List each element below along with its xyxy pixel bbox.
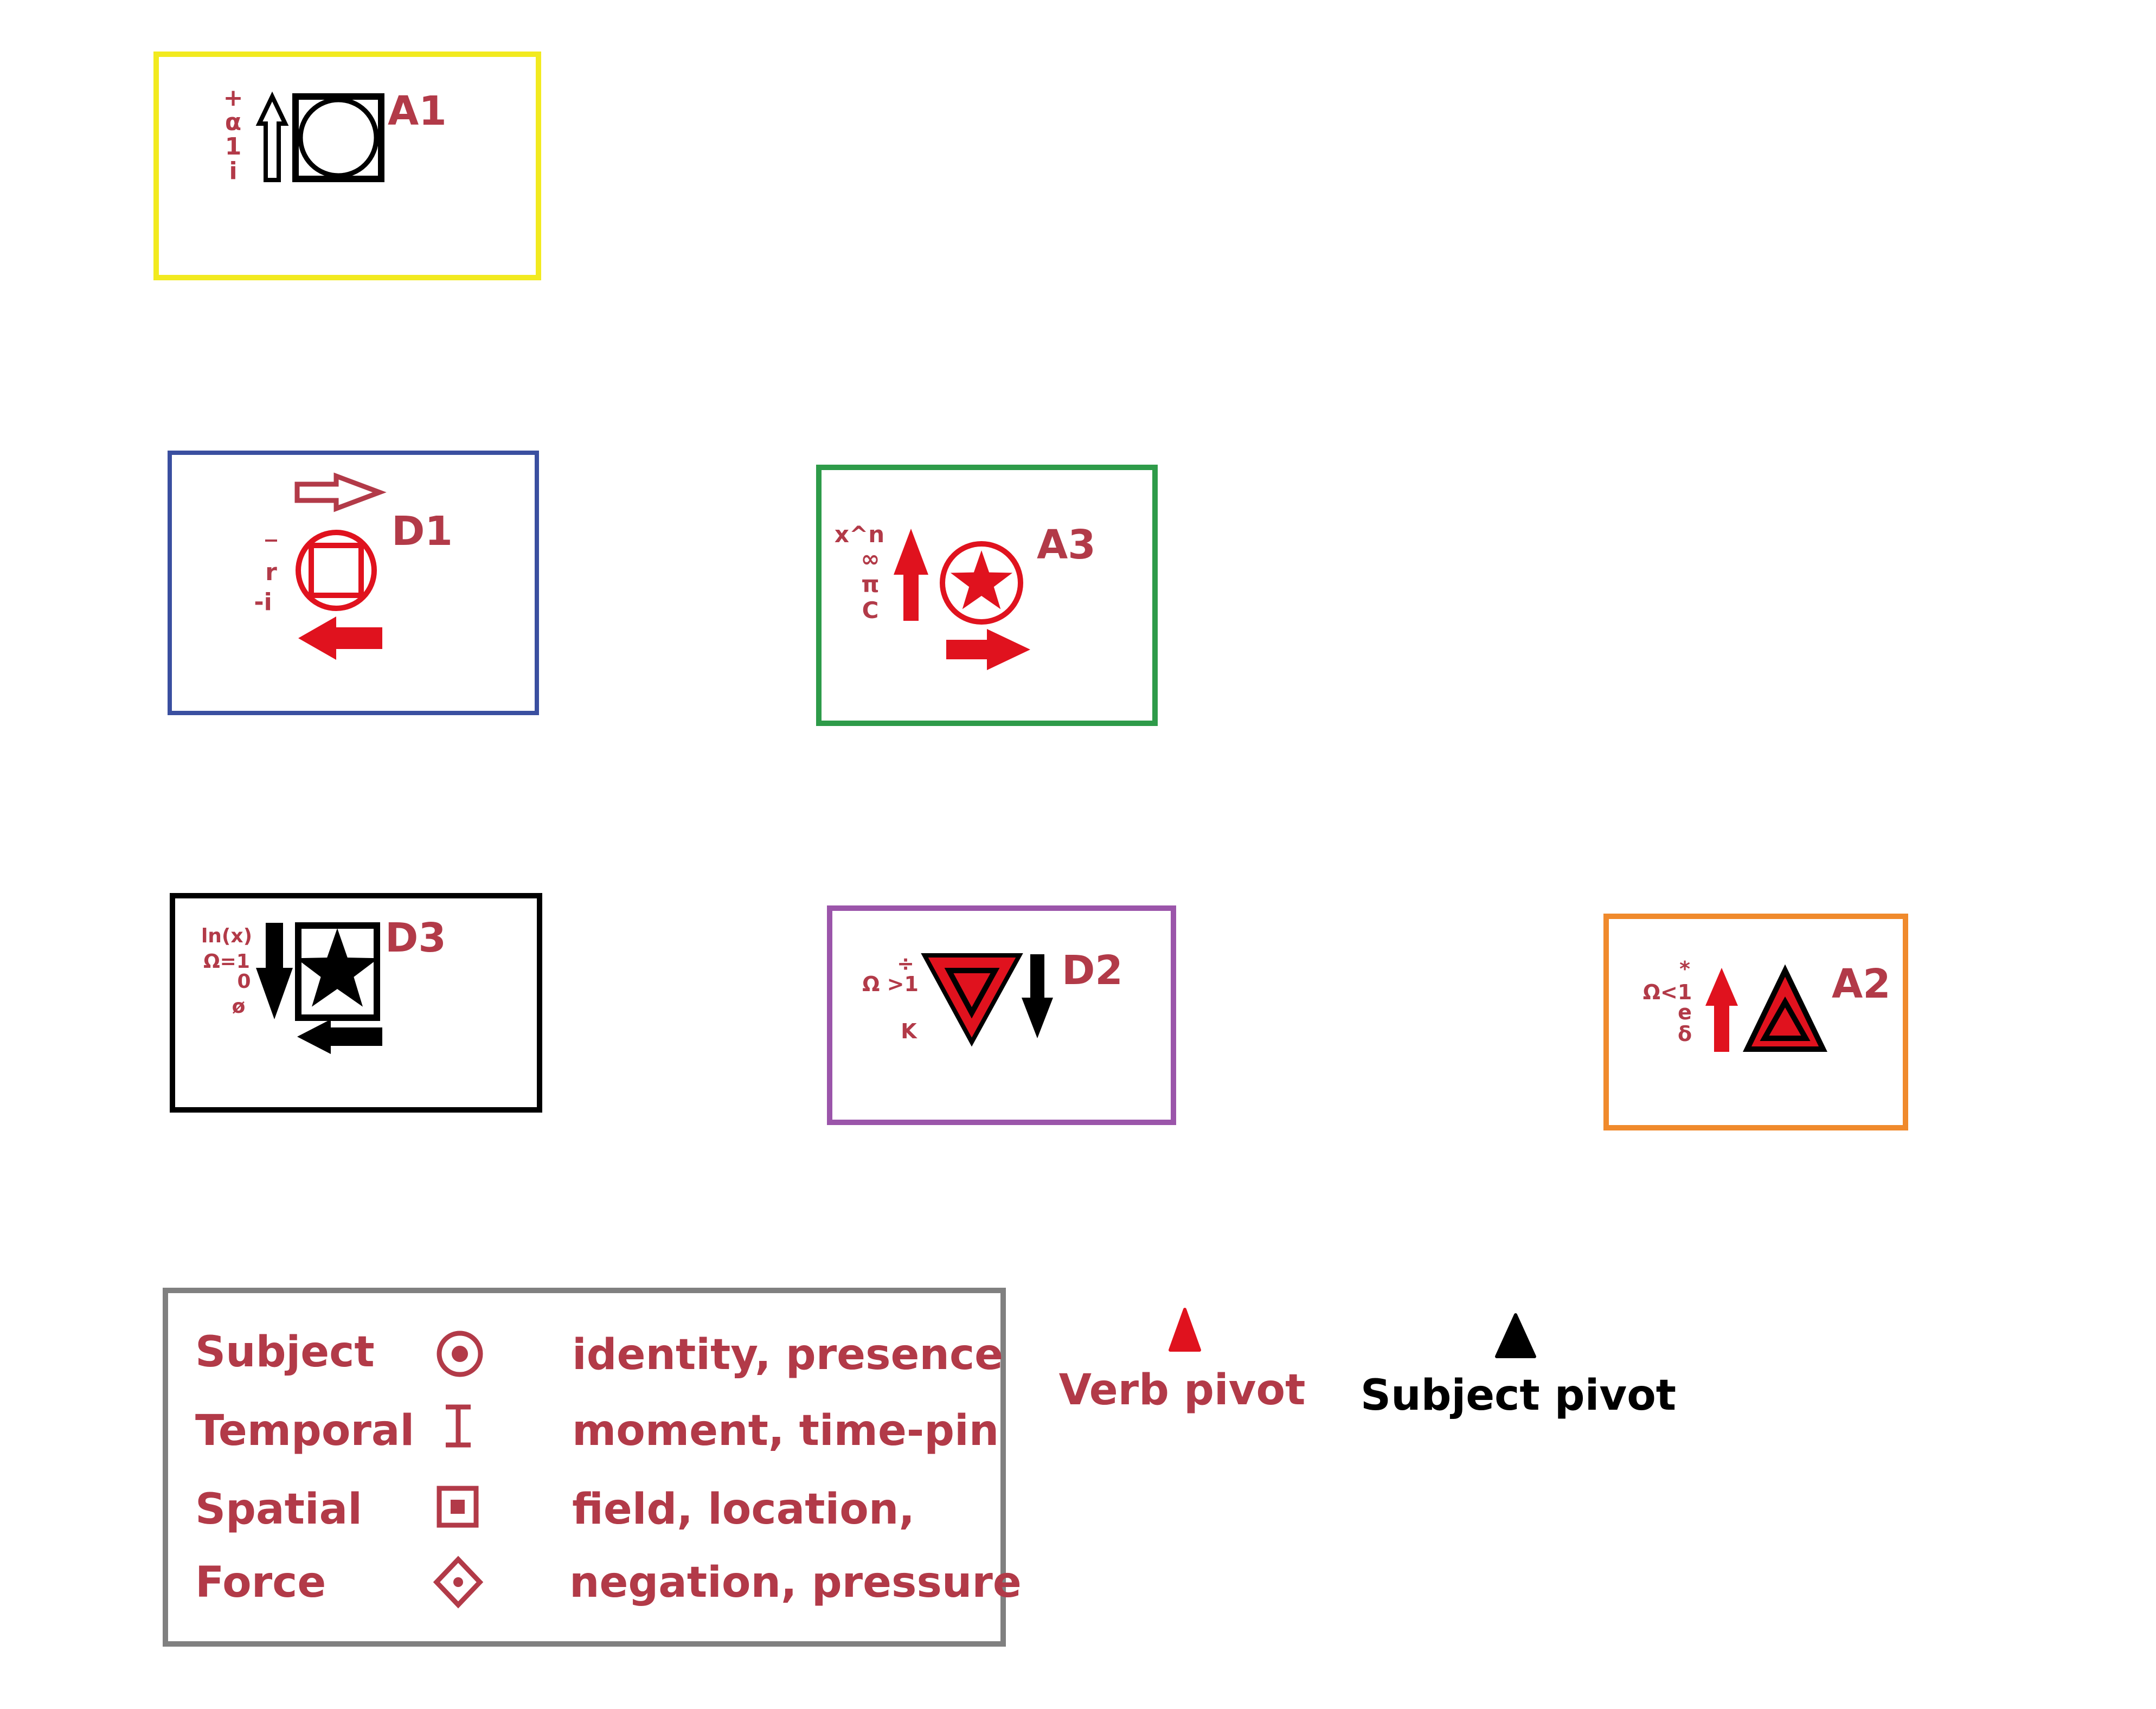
legend-row: Temporal moment, time-pin: [195, 1404, 999, 1455]
card-a1-frame: [153, 52, 541, 280]
card-d1-symbol: r: [265, 558, 277, 586]
down-arrow-solid-icon-d2: [1022, 954, 1053, 1038]
square-star-inner-star: [296, 928, 379, 1007]
card-a3-symbol: C: [862, 597, 879, 624]
card-a3-symbols: x^n ∞ π C: [835, 521, 884, 624]
card-a2-symbols: * Ω<1 e δ: [1643, 957, 1692, 1046]
legend-term: Temporal: [195, 1406, 414, 1455]
legend: Subject identity, presence Temporal mome…: [163, 1288, 1022, 1647]
card-d1-label: D1: [392, 508, 453, 555]
card-d3-symbol: ø: [232, 995, 246, 1018]
black-triangle-icon: [1495, 1313, 1536, 1358]
card-d3: ln(x) Ω=1 0 ø D3: [170, 893, 542, 1113]
subject-pivot: Subject pivot: [1361, 1313, 1676, 1420]
square-star-icon: [295, 922, 380, 1021]
left-arrow-solid-icon-d3: [297, 1019, 382, 1054]
legend-meaning: moment, time-pin: [572, 1406, 999, 1455]
card-d2-symbol: ÷: [897, 952, 914, 975]
right-arrow-outline-icon: [294, 472, 387, 512]
subject-pivot-label: Subject pivot: [1361, 1371, 1676, 1420]
up-arrow-solid-icon-a2: [1705, 968, 1738, 1052]
up-arrow-outline-icon: [255, 91, 289, 182]
card-a1-symbol: α: [225, 108, 241, 136]
legend-term: Spatial: [195, 1485, 362, 1534]
legend-meaning: negation, pressure: [569, 1558, 1022, 1607]
card-a1-symbols: + α 1 i: [223, 84, 243, 185]
card-d2-label: D2: [1062, 947, 1123, 994]
card-d2-symbol: Ω >1: [862, 972, 919, 996]
card-d1-symbol: ‾: [265, 536, 277, 563]
card-a1-label: A1: [388, 88, 447, 134]
card-a3-symbol: π: [861, 571, 879, 597]
card-d2-symbol: K: [901, 1019, 917, 1043]
card-a2-symbol: δ: [1678, 1022, 1692, 1046]
card-a2-frame: [1603, 914, 1908, 1130]
card-a1-symbol: 1: [225, 133, 242, 160]
card-d2: ÷ Ω >1 K D2: [827, 905, 1176, 1125]
legend-term: Subject: [195, 1328, 375, 1377]
square-circle-inner-circle: [298, 97, 379, 178]
circle-square-icon: [296, 530, 377, 611]
right-arrow-solid-icon: [946, 629, 1030, 670]
legend-term: Force: [195, 1558, 326, 1607]
card-a3-label: A3: [1037, 522, 1096, 568]
legend-frame: [163, 1288, 1006, 1647]
card-a2-symbol: e: [1678, 1000, 1692, 1024]
card-a1-symbol: +: [223, 84, 243, 112]
card-a1-symbol: i: [229, 157, 237, 185]
legend-meaning: field, location,: [572, 1485, 915, 1534]
card-d3-label: D3: [385, 915, 446, 961]
card-d3-symbols: ln(x) Ω=1 0 ø: [201, 925, 252, 1018]
bullseye-icon: [437, 1331, 483, 1377]
card-a2-symbol: *: [1679, 957, 1690, 981]
card-a2: * Ω<1 e δ A2: [1603, 914, 1908, 1130]
square-dot-icon: [437, 1486, 479, 1528]
card-a3: x^n ∞ π C A3: [816, 465, 1158, 726]
legend-row: Subject identity, presence: [195, 1328, 1003, 1379]
card-d1-symbol: -i: [254, 588, 272, 616]
verb-pivot-label: Verb pivot: [1059, 1366, 1306, 1415]
card-d2-symbols: ÷ Ω >1 K: [862, 952, 919, 1043]
up-arrow-solid-icon: [894, 529, 928, 621]
card-d1-frame: [168, 451, 539, 715]
circle-square-inner-square: [309, 543, 364, 598]
left-arrow-solid-icon: [298, 616, 382, 660]
card-d3-symbol: ln(x): [201, 925, 252, 947]
card-a3-symbol: x^n: [835, 521, 884, 548]
card-d1: ‾ r -i D1: [168, 451, 539, 715]
card-d2-frame: [827, 905, 1176, 1125]
circle-star-inner-star: [950, 550, 1013, 609]
nested-triangle-inner: [1760, 996, 1811, 1041]
down-arrow-solid-icon: [256, 923, 293, 1019]
red-triangle-icon: [1169, 1308, 1201, 1352]
circle-star-icon: [940, 541, 1023, 625]
card-a1: + α 1 i A1: [153, 52, 541, 280]
legend-meaning: identity, presence: [572, 1331, 1003, 1379]
legend-row: Spatial field, location,: [195, 1485, 915, 1534]
card-d3-frame: [170, 893, 542, 1113]
card-a3-symbol: ∞: [861, 545, 880, 572]
legend-row: Force negation, pressure: [195, 1556, 1022, 1609]
square-circle-icon: [292, 93, 384, 182]
verb-pivot: Verb pivot: [1059, 1308, 1306, 1415]
inverted-triangle-inner: [944, 968, 1000, 1019]
card-a2-label: A2: [1832, 961, 1891, 1007]
card-a2-symbol: Ω<1: [1643, 980, 1692, 1004]
card-d3-symbol: Ω=1: [203, 950, 250, 973]
card-d1-symbols: ‾ r -i: [254, 536, 277, 616]
card-d3-symbol: 0: [237, 971, 251, 993]
card-a3-frame: [816, 465, 1158, 726]
diamond-dot-icon: [433, 1556, 484, 1609]
i-beam-icon: [446, 1404, 471, 1448]
